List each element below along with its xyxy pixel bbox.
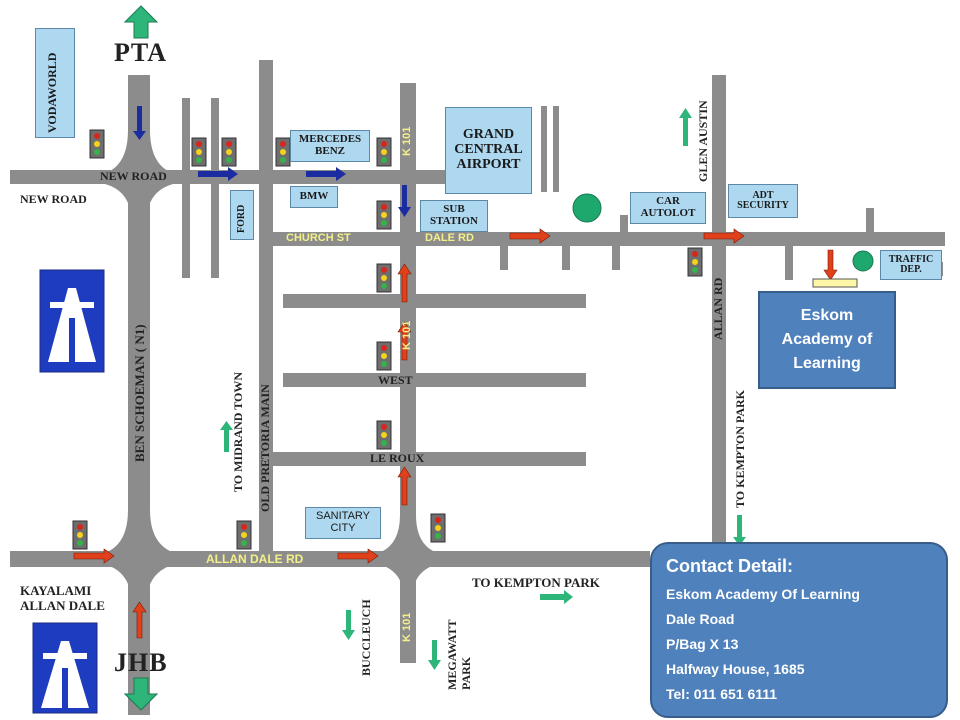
- red-arrow-icon: [337, 548, 379, 564]
- contact-line-street: Dale Road: [666, 611, 735, 627]
- sanitary-box: SANITARY CITY: [305, 507, 381, 539]
- interchange-ramps-top: [88, 130, 190, 225]
- k101-label-top: K 101: [401, 126, 413, 156]
- k101-label-bottom: K 101: [401, 612, 413, 642]
- navy-arrow-icon: [306, 167, 346, 181]
- to-midrand-label: TO MIDRAND TOWN: [231, 371, 245, 492]
- eskom-academy-label: Eskom Academy of Learning: [781, 307, 873, 372]
- substation-label: SUB STATION: [430, 203, 478, 227]
- traffic-dept-label: TRAFFIC DEP.: [888, 253, 934, 275]
- ford-street: [182, 98, 190, 278]
- ben-schoeman-n1: [128, 75, 150, 715]
- kayalami-label: KAYALAMI ALLAN DALE: [20, 583, 105, 613]
- allan-road: [712, 75, 726, 695]
- le-roux-label: LE ROUX: [370, 451, 425, 465]
- adt-box: ADT SECURITY: [728, 184, 798, 218]
- mercedes-box: MERCEDES BENZ: [290, 130, 370, 162]
- green-arrow-icon: [342, 610, 355, 640]
- highway-sign-top: [39, 269, 105, 373]
- red-arrow-icon: [397, 263, 412, 303]
- west-label: WEST: [378, 373, 413, 387]
- west-road: [283, 373, 586, 387]
- megawatt-park-label-wrap: MEGAWATT PARK: [445, 604, 473, 694]
- ben-schoeman-label: BEN SCHOEMAN ( N1): [132, 324, 147, 462]
- glen-austin-label: GLEN AUSTIN: [696, 100, 710, 182]
- direction-arrows: [73, 5, 838, 711]
- airport-box: GRAND CENTRAL AIRPORT: [445, 107, 532, 194]
- dale-rd-label: DALE RD: [425, 232, 474, 244]
- eskom-academy-callout[interactable]: Eskom Academy of Learning: [758, 291, 896, 389]
- allan-dale-rd-label: ALLAN DALE RD: [206, 552, 304, 566]
- ford-label: FORD: [236, 204, 247, 233]
- k101-interchange: [360, 515, 456, 600]
- red-arrow-icon: [823, 249, 838, 281]
- adt-label: ADT SECURITY: [737, 189, 789, 211]
- allan-rd-label: ALLAN RD: [711, 277, 725, 340]
- megawatt-park-label: MEGAWATT PARK: [445, 619, 473, 690]
- north-label: PTA: [114, 38, 168, 67]
- side-street-a: [211, 98, 219, 278]
- bmw-label: BMW: [299, 190, 329, 203]
- vodaworld-box: VODAWORLD: [35, 28, 75, 138]
- navy-arrow-icon: [398, 185, 411, 217]
- green-arrow-icon: [540, 590, 573, 604]
- red-arrow-icon: [73, 548, 115, 564]
- old-pretoria-main: [259, 60, 273, 560]
- contact-line-phone[interactable]: Tel: 011 651 6111: [666, 686, 778, 702]
- bmw-box: BMW: [290, 186, 338, 208]
- green-arrow-icon: [220, 421, 233, 452]
- north-arrow-icon: [123, 5, 159, 39]
- destination-marker: [812, 278, 858, 288]
- substation-box: SUB STATION: [420, 200, 488, 232]
- contact-title: Contact Detail:: [666, 556, 794, 576]
- south-label: JHB: [114, 648, 168, 677]
- vodaworld-label: VODAWORLD: [45, 52, 59, 133]
- red-arrow-icon: [509, 228, 551, 244]
- south-arrow-icon: [123, 677, 159, 711]
- church-dale-road: [265, 232, 945, 246]
- traffic-lights: [72, 129, 703, 550]
- ford-box: FORD: [230, 190, 254, 240]
- mercedes-label: MERCEDES BENZ: [298, 133, 362, 157]
- sanitary-label: SANITARY CITY: [316, 510, 370, 534]
- k101-road: [400, 83, 416, 663]
- red-arrow-icon: [703, 228, 745, 244]
- navy-arrow-icon: [133, 106, 146, 140]
- contact-line-postbag: P/Bag X 13: [666, 636, 739, 652]
- le-roux-road: [265, 452, 586, 466]
- contact-line-city: Halfway House, 1685: [666, 661, 805, 677]
- red-arrow-icon: [397, 321, 412, 361]
- green-arrow-icon: [679, 108, 692, 146]
- green-arrow-icon: [733, 515, 746, 546]
- car-autolot-label: CAR AUTOLOT: [640, 195, 696, 219]
- to-kempton-park-vertical: TO KEMPTON PARK: [733, 389, 747, 508]
- car-autolot-box: CAR AUTOLOT: [630, 192, 706, 224]
- buccleuch-label: BUCCLEUCH: [359, 599, 373, 676]
- navy-arrow-icon: [198, 167, 238, 181]
- airport-label: GRAND CENTRAL AIRPORT: [454, 127, 523, 172]
- highway-sign-bottom: [32, 622, 98, 714]
- new-road-label-top: NEW ROAD: [100, 169, 167, 183]
- contact-detail-panel: Contact Detail: Eskom Academy Of Learnin…: [650, 542, 948, 718]
- k101-label-mid: K 101: [401, 320, 413, 350]
- roundabout-marker: [572, 193, 602, 223]
- church-st-label: CHURCH ST: [286, 232, 351, 244]
- red-arrow-icon: [397, 466, 412, 506]
- traffic-dept-marker: [852, 250, 874, 272]
- contact-line-organization: Eskom Academy Of Learning: [666, 586, 860, 602]
- red-arrow-icon: [132, 601, 147, 639]
- green-arrow-icon: [428, 640, 441, 670]
- road-row-1: [283, 294, 586, 308]
- new-road-label-left: NEW ROAD: [20, 192, 87, 206]
- old-pretoria-label: OLD PRETORIA MAIN: [258, 384, 272, 512]
- to-kempton-park-horizontal: TO KEMPTON PARK: [472, 575, 600, 590]
- traffic-dept-box: TRAFFIC DEP.: [880, 250, 942, 280]
- road-network: [10, 60, 945, 715]
